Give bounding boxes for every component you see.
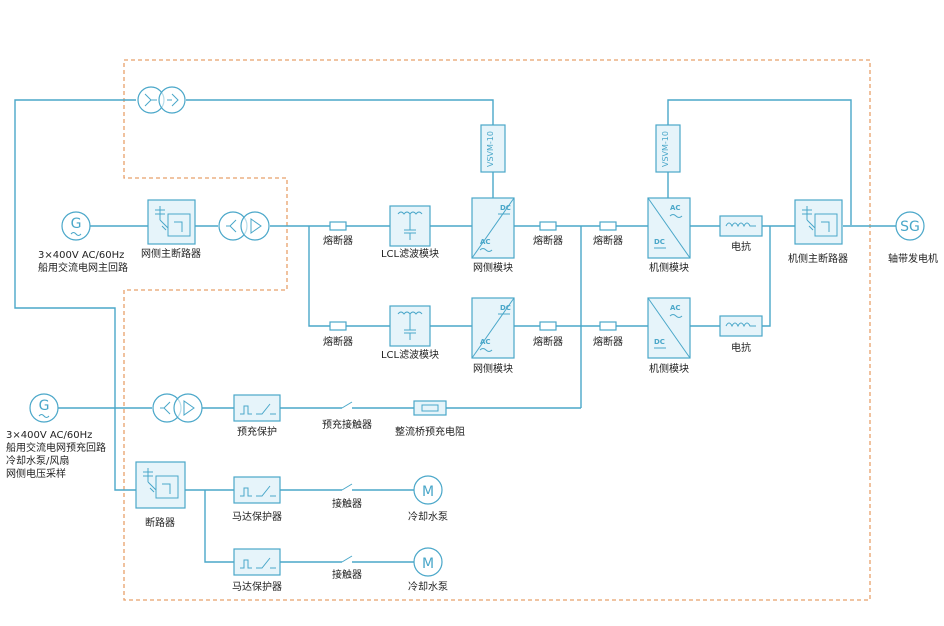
transformer-icon <box>152 393 203 423</box>
breaker-label: 断路器 <box>145 516 175 529</box>
transformer-icon <box>137 86 186 114</box>
reactor-icon <box>719 215 763 237</box>
vsvm-label: VSVM-10 <box>486 131 495 167</box>
vsvm-label: VSVM-10 <box>661 131 670 167</box>
fuse-label: 熔断器 <box>533 335 563 348</box>
grid-module-label: 网侧模块 <box>473 261 513 274</box>
lcl-filter-label: LCL滤波模块 <box>381 348 439 361</box>
machine-module-label: 机侧模块 <box>649 261 689 274</box>
reactor-label: 电抗 <box>731 341 751 354</box>
transformer-icon <box>218 211 270 241</box>
reactor-icon <box>719 315 763 337</box>
fuse-icon <box>599 321 617 331</box>
generator-icon: G <box>61 211 91 241</box>
fuse-label: 熔断器 <box>323 335 353 348</box>
fuse-label: 熔断器 <box>593 335 623 348</box>
breaker-icon <box>147 199 196 245</box>
wiring <box>14 99 896 563</box>
filter-icon <box>389 205 431 247</box>
generator-letter: G <box>71 216 82 232</box>
generator-letter: G <box>39 398 50 414</box>
cooling-pump-label: 冷却水泵 <box>408 580 448 593</box>
dc-label: DC <box>654 338 665 346</box>
grid-main-source-line2: 船用交流电网主回路 <box>38 261 128 274</box>
motor-letter: M <box>422 484 434 500</box>
vsvm-icon: VSVM-10 <box>480 124 506 173</box>
breaker-icon <box>135 461 186 509</box>
grid-main-breaker-label: 网侧主断路器 <box>141 247 201 260</box>
contactor-icon <box>341 401 353 409</box>
grid-main-source-line1: 3×400V AC/60Hz <box>38 250 124 261</box>
ac-label: AC <box>480 238 491 246</box>
contactor-icon <box>341 555 353 563</box>
generator-icon: SG <box>895 211 925 241</box>
dc-label: DC <box>500 204 511 212</box>
cabinet-boundary <box>123 59 871 601</box>
fuse-icon <box>539 321 557 331</box>
grid-module-label: 网侧模块 <box>473 362 513 375</box>
generator-icon: G <box>29 393 59 423</box>
fuse-icon <box>539 221 557 231</box>
cooling-pump-label: 冷却水泵 <box>408 510 448 523</box>
contactor-label: 接触器 <box>332 497 362 510</box>
converter-icon: AC DC <box>647 197 691 259</box>
converter-icon: AC DC <box>647 297 691 359</box>
precharge-source-line3: 冷却水泵/风扇 <box>6 454 69 467</box>
fuse-label: 熔断器 <box>323 234 353 247</box>
motor-letter: M <box>422 556 434 572</box>
filter-icon <box>389 305 431 347</box>
breaker-icon <box>794 199 843 245</box>
converter-icon: DC AC <box>471 197 515 259</box>
dc-label: DC <box>500 304 511 312</box>
precharge-source-line4: 网侧电压采样 <box>6 467 66 480</box>
resistor-icon <box>413 400 447 416</box>
precharge-contactor-label: 预充接触器 <box>322 418 372 431</box>
ac-label: AC <box>480 338 491 346</box>
rectifier-resistor-label: 整流桥预充电阻 <box>395 425 465 438</box>
fuse-icon <box>329 221 347 231</box>
contactor-label: 接触器 <box>332 568 362 581</box>
ac-label: AC <box>670 304 681 312</box>
shaft-generator-letters: SG <box>900 219 920 235</box>
fuse-label: 熔断器 <box>593 234 623 247</box>
lcl-filter-label: LCL滤波模块 <box>381 247 439 260</box>
contactor-icon <box>341 483 353 491</box>
fuse-icon <box>599 221 617 231</box>
shaft-generator-label: 轴带发电机 <box>888 252 938 265</box>
precharge-source-line1: 3×400V AC/60Hz <box>6 430 92 441</box>
machine-module-label: 机侧模块 <box>649 362 689 375</box>
fuse-label: 熔断器 <box>533 234 563 247</box>
motor-protect-label: 马达保护器 <box>232 580 282 593</box>
protection-relay-icon <box>233 476 281 504</box>
protection-relay-icon <box>233 394 281 422</box>
dc-label: DC <box>654 238 665 246</box>
motor-icon: M <box>413 475 443 505</box>
ac-label: AC <box>670 204 681 212</box>
precharge-source-line2: 船用交流电网预充回路 <box>6 441 106 454</box>
fuse-icon <box>329 321 347 331</box>
converter-icon: DC AC <box>471 297 515 359</box>
motor-protect-label: 马达保护器 <box>232 510 282 523</box>
motor-icon: M <box>413 547 443 577</box>
machine-main-breaker-label: 机侧主断路器 <box>788 252 848 265</box>
vsvm-icon: VSVM-10 <box>655 124 681 173</box>
reactor-label: 电抗 <box>731 240 751 253</box>
protection-relay-icon <box>233 548 281 576</box>
precharge-protect-label: 预充保护 <box>237 425 277 438</box>
